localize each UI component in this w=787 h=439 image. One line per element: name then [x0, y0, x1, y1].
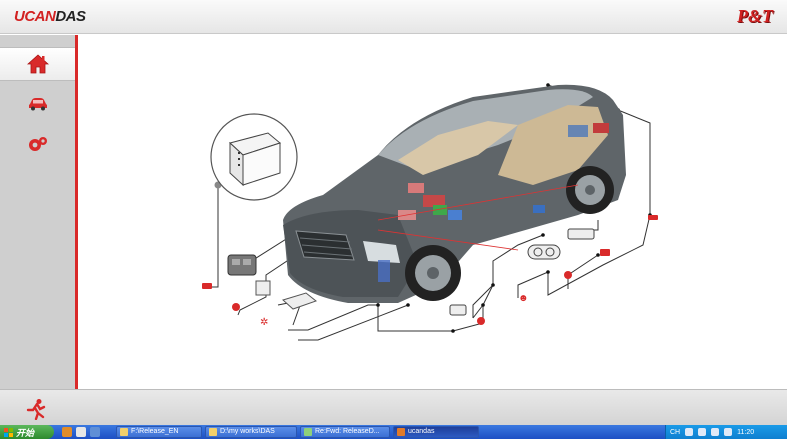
start-label: 开始: [16, 427, 35, 438]
logo-part-ucan: UCAN: [14, 8, 56, 25]
sidebar: [0, 35, 78, 389]
sidebar-item-special[interactable]: [0, 127, 75, 161]
bottom-bar: [0, 389, 787, 425]
email-icon: [304, 428, 312, 436]
taskbar-item-ucandas[interactable]: ucandas: [393, 426, 479, 438]
gear-special-icon: [28, 137, 47, 151]
function-icons: ✲ ☻: [202, 215, 658, 328]
sidebar-item-home[interactable]: [0, 47, 75, 81]
desktop-quicklaunch-icon[interactable]: [76, 427, 86, 437]
browser-quicklaunch-icon[interactable]: [62, 427, 72, 437]
taskbar-item-release-folder[interactable]: F:\Release_EN: [116, 426, 202, 438]
instrument-cluster-component: [527, 244, 561, 260]
explorer-quicklaunch-icon[interactable]: [90, 427, 100, 437]
taskbar-item-email[interactable]: Re:Fwd: ReleaseD...: [300, 426, 390, 438]
app-icon: [397, 428, 405, 436]
language-indicator[interactable]: CH: [670, 428, 681, 436]
exit-button[interactable]: [24, 398, 48, 421]
start-button[interactable]: 开始: [0, 425, 54, 439]
vehicle-system-diagram: ✲ ☻: [202, 83, 658, 341]
system-tray: CH 11:20: [665, 425, 787, 439]
os-taskbar: 开始 F:\Release_EN D:\my works\DAS Re:Fwd:…: [0, 425, 787, 439]
svg-text:☻: ☻: [518, 293, 529, 304]
windows-logo-icon: [4, 427, 13, 437]
clock: 11:20: [737, 428, 755, 436]
title-bar: UCANDAS P&T: [0, 0, 787, 34]
abs-sensor-component: [282, 292, 318, 310]
home-icon: [26, 54, 49, 74]
tray-icon[interactable]: [685, 428, 694, 436]
car-illustration: [283, 84, 626, 303]
folder-icon: [209, 428, 217, 436]
tray-icon[interactable]: [711, 428, 720, 436]
key-component: [449, 304, 467, 316]
logo-part-das: DAS: [55, 8, 86, 25]
running-man-icon: [26, 399, 46, 421]
taskbar-item-works-folder[interactable]: D:\my works\DAS: [205, 426, 297, 438]
engine-component: [227, 254, 257, 276]
brand-logo: P&T: [737, 6, 773, 26]
tray-icon[interactable]: [724, 428, 733, 436]
transmission-component: [255, 280, 271, 296]
folder-icon: [120, 428, 128, 436]
svg-text:✲: ✲: [260, 317, 268, 328]
main-content: ✲ ☻: [78, 35, 787, 389]
diagnostic-interface-bubble: [210, 113, 298, 201]
app-logo: UCANDAS: [14, 8, 86, 25]
car-icon: [28, 98, 47, 111]
sidebar-item-vehicle[interactable]: [0, 87, 75, 121]
radio-unit-component: [567, 228, 595, 240]
tray-icon[interactable]: [698, 428, 707, 436]
